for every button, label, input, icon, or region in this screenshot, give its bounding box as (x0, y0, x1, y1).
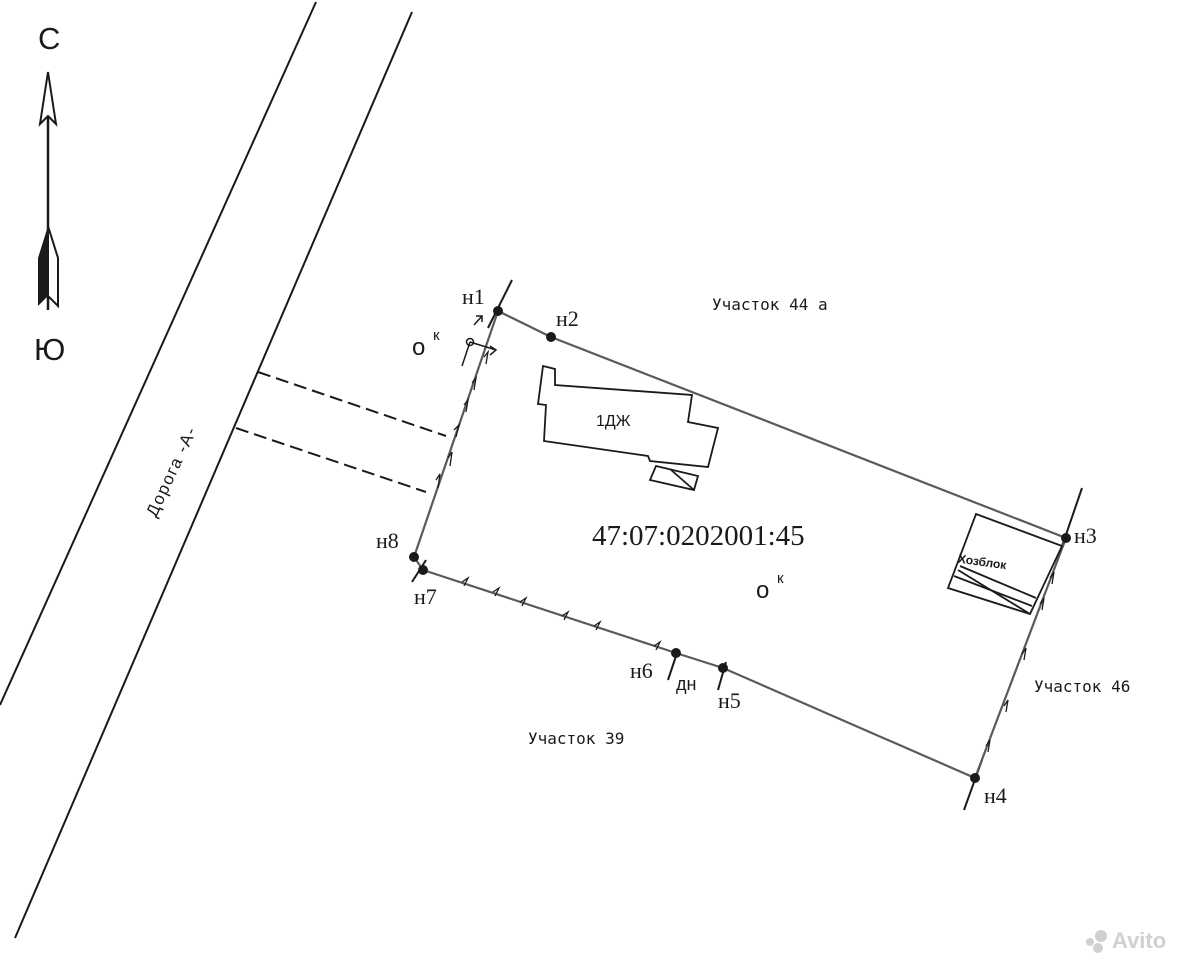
gate-arm (469, 341, 497, 351)
house-1dzh: 1ДЖ (536, 364, 720, 492)
driveway-edge (257, 371, 447, 437)
point-n8-label: н8 (376, 528, 399, 553)
gate-arrow-head (489, 345, 498, 356)
gate-arrow (473, 315, 483, 326)
fence-mark (561, 610, 570, 621)
fence-mark (453, 422, 461, 438)
neighbor-north-label: Участок 44 а (712, 295, 828, 314)
driveway-edge (235, 427, 427, 493)
house-porch-hatch (669, 468, 695, 491)
fence-mark (461, 576, 470, 587)
point-n3-marker (1061, 533, 1071, 543)
road-label: Дорога -А- (142, 423, 201, 520)
north-label: С (38, 21, 60, 56)
fence-markers (435, 349, 1055, 753)
garden-symbol-o: о (756, 577, 769, 604)
point-n2-marker (546, 332, 556, 342)
fence-mark (1049, 571, 1055, 585)
point-n5-label: н5 (718, 688, 741, 713)
gate-symbol (461, 315, 498, 367)
boundary-points (409, 306, 1071, 783)
watermark-dot (1086, 938, 1094, 946)
point-n6-marker (671, 648, 681, 658)
neighbor-east-label: Участок 46 (1034, 677, 1130, 696)
south-label: Ю (34, 332, 65, 367)
house-label: 1ДЖ (596, 413, 631, 430)
fence-mark (435, 473, 441, 489)
garden-symbol-o: о (412, 334, 425, 361)
shed-divider (959, 565, 1037, 599)
point-n3-label: н3 (1074, 523, 1097, 548)
cadastral-number: 47:07:0202001:45 (592, 520, 805, 552)
north-arrow: С Ю (34, 21, 65, 367)
point-n7-marker (418, 565, 428, 575)
fence-mark (483, 349, 490, 365)
point-n7-label: н7 (414, 584, 437, 609)
point-n2-label: н2 (556, 306, 579, 331)
avito-watermark: Avito (1086, 928, 1166, 953)
point-n1-label: н1 (462, 284, 485, 309)
point-n6-label: н6 (630, 658, 653, 683)
garden-symbol: о к (412, 327, 440, 361)
point-n8-marker (409, 552, 419, 562)
watermark-dot (1095, 930, 1107, 942)
north-arrow-tail-dark (38, 226, 48, 306)
watermark-dot (1093, 943, 1103, 953)
garden-symbol: о к (756, 570, 784, 604)
fence-type-label: дн (676, 674, 696, 694)
point-n4-label: н4 (984, 783, 1007, 808)
house-outline (536, 364, 720, 468)
shed: Хозблок (946, 512, 1064, 616)
road-edge-east (14, 11, 413, 939)
shed-label: Хозблок (957, 552, 1008, 573)
fence-mark (447, 451, 453, 467)
point-n5-marker (718, 663, 728, 673)
point-n1-marker (493, 306, 503, 316)
fence-mark (519, 596, 528, 607)
neighbor-south-label: Участок 39 (528, 729, 624, 748)
fence-mark (492, 586, 501, 597)
road: Дорога -А- (0, 1, 413, 939)
fence-mark (985, 739, 991, 753)
gate-arm (461, 341, 471, 367)
fence-mark (593, 620, 602, 631)
fence-mark (1003, 699, 1009, 713)
watermark-text: Avito (1112, 928, 1166, 953)
fence-mark (653, 640, 662, 651)
driveway (235, 371, 447, 493)
point-n4-marker (970, 773, 980, 783)
point-labels: н1 н2 н3 н4 н5 н6 н7 н8 (376, 284, 1097, 808)
gate-arrow-head (476, 315, 483, 322)
fence-mark (1039, 597, 1045, 611)
corner-tick (487, 279, 513, 329)
garden-symbol-k: к (433, 327, 440, 344)
fence-mark (463, 397, 470, 413)
fence-mark (471, 375, 478, 391)
north-arrow-head (38, 71, 58, 127)
road-edge-west (0, 1, 317, 706)
north-arrow-tail-light (47, 225, 59, 309)
garden-symbol-k: к (777, 570, 784, 587)
shed-hatch (957, 569, 1031, 615)
fence-mark (1021, 647, 1027, 661)
